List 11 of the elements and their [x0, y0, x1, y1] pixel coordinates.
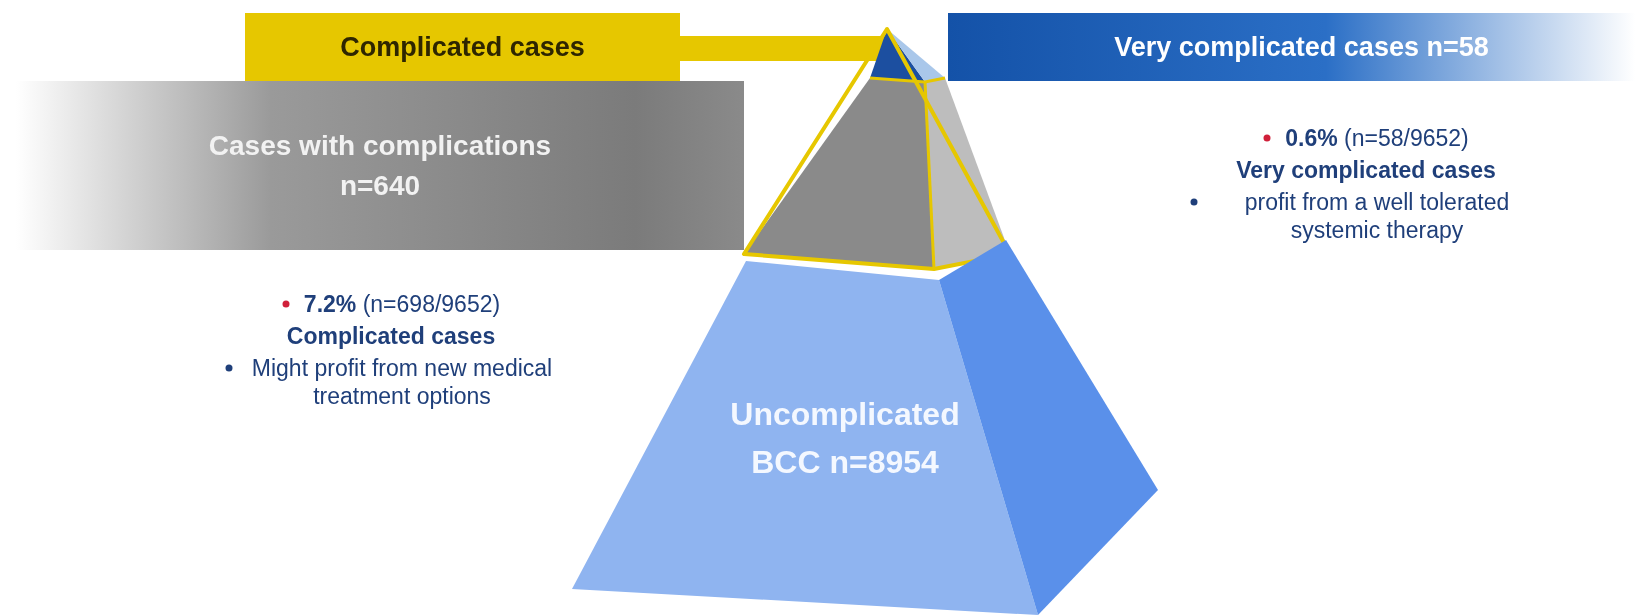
label-text: Complicated cases [286, 322, 496, 350]
label-text: Complicated cases [340, 31, 585, 63]
label-text: Very complicated cases n=58 [1114, 31, 1489, 63]
bullet-text: Might profit from new medical treatment options [250, 354, 554, 410]
label-text: Uncomplicated BCC n=8954 [729, 395, 961, 482]
label-text: Cases with complications n=640 [207, 128, 553, 203]
bullet-text: 7.2% (n=698/9652) [303, 290, 501, 318]
bullet-text: profit from a well tolerated systemic therapy [1243, 188, 1511, 244]
label-text: Very complicated cases [1236, 156, 1496, 184]
label-bar [245, 13, 680, 81]
bullet-text: 0.6% (n=58/9652) [1285, 124, 1469, 152]
